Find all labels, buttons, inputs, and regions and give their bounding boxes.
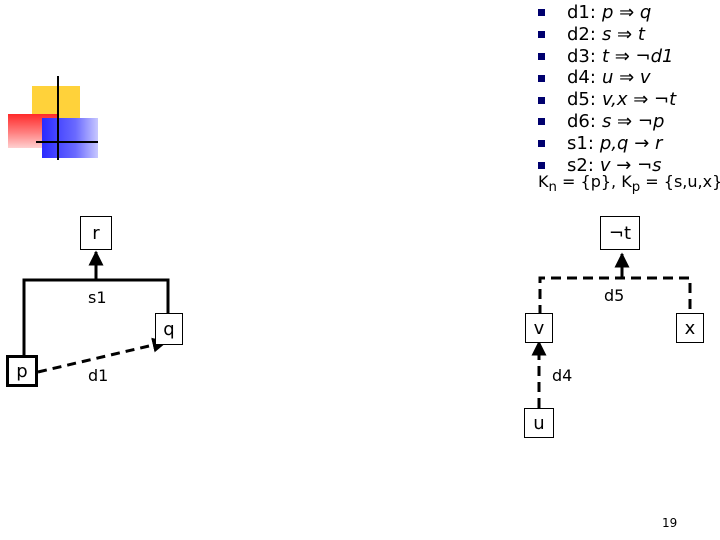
bullet-icon [538, 118, 545, 126]
rule-id: d6: [567, 110, 596, 132]
decorative-horizontal-line [36, 141, 98, 143]
bullet-icon [538, 74, 545, 82]
kn-subscript: n [548, 180, 557, 196]
kp-symbol: K [621, 172, 632, 191]
rule-d4: d4:u ⇒ v [538, 67, 676, 89]
rule-d3: d3:t ⇒ ¬d1 [538, 46, 676, 68]
bullet-icon [538, 31, 545, 39]
rule-s2: s2:v → ¬s [538, 155, 676, 177]
label-d5: d5 [604, 286, 625, 305]
rule-formula: u ⇒ v [601, 67, 651, 89]
rule-id: s1: [567, 132, 594, 154]
node-not-t: ¬t [600, 216, 640, 250]
node-p: p [6, 355, 38, 387]
bullet-icon [538, 52, 545, 60]
kn-symbol: K [538, 172, 549, 191]
label-d1: d1 [88, 366, 109, 385]
rule-formula: p,q → r [599, 132, 663, 154]
rule-id: d1: [567, 2, 596, 23]
bullet-icon [538, 9, 545, 17]
bullet-icon [538, 161, 545, 169]
rule-formula: v → ¬s [599, 154, 662, 176]
rule-formula: s ⇒ ¬p [601, 110, 665, 132]
kn-value: = {p}, [556, 172, 622, 191]
node-v: v [525, 313, 553, 343]
rule-d2: d2:s ⇒ t [538, 24, 676, 46]
rule-formula: t ⇒ ¬d1 [601, 45, 674, 67]
rule-d1: d1:p ⇒ q [538, 2, 676, 24]
rule-s1: s1:p,q → r [538, 133, 676, 155]
page-number: 19 [662, 516, 678, 530]
kp-subscript: p [631, 180, 641, 196]
bullet-icon [538, 96, 545, 104]
knowledge-sets: Kn = {p}, Kp = {s,u,x} [538, 172, 720, 195]
decorative-blue-square [42, 118, 98, 158]
rule-formula: p ⇒ q [601, 2, 652, 23]
rule-id: d3: [567, 45, 596, 67]
rule-id: s2: [567, 154, 594, 176]
label-d4: d4 [552, 366, 573, 385]
node-u: u [524, 408, 554, 438]
edge-d5 [538, 276, 692, 315]
rule-d5: d5:v,x ⇒ ¬t [538, 89, 676, 111]
edge-d1 [37, 337, 168, 374]
rule-id: d2: [567, 23, 596, 45]
rule-id: d4: [567, 67, 596, 89]
rule-formula: v,x ⇒ ¬t [601, 89, 677, 111]
rule-d6: d6:s ⇒ ¬p [538, 111, 676, 133]
node-x: x [676, 313, 704, 343]
rule-id: d5: [567, 89, 596, 111]
node-r: r [80, 216, 112, 250]
node-q: q [155, 313, 183, 345]
decorative-vertical-line [57, 76, 59, 160]
label-s1: s1 [88, 288, 107, 307]
bullet-icon [538, 140, 545, 148]
rule-list: d1:p ⇒ q d2:s ⇒ t d3:t ⇒ ¬d1 d4:u ⇒ v d5… [538, 2, 676, 176]
kp-value: = {s,u,x} [640, 172, 720, 191]
rule-formula: s ⇒ t [601, 23, 645, 45]
